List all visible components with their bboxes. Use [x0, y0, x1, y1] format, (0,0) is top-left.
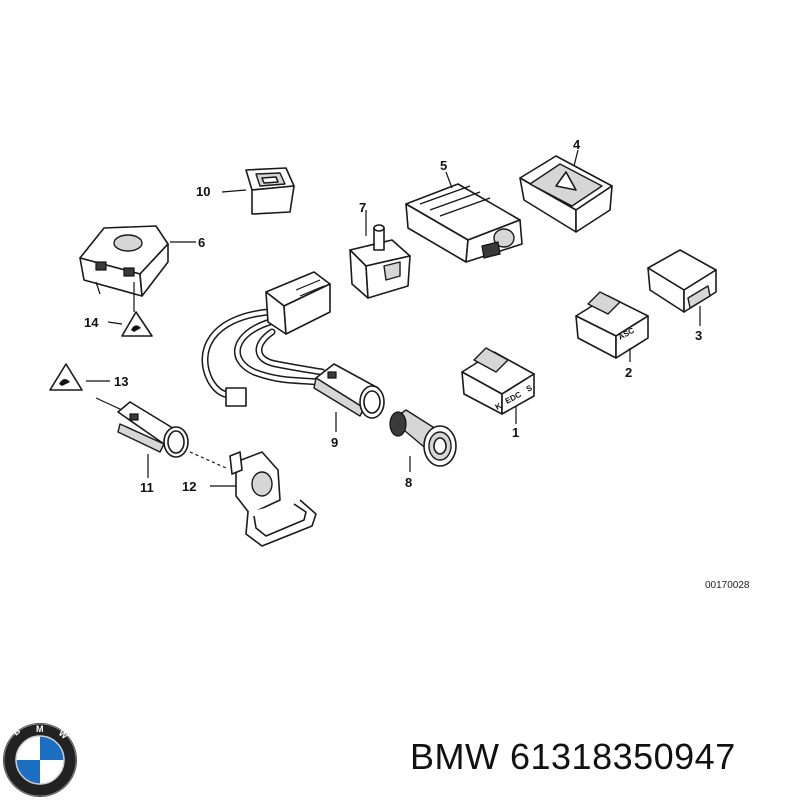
edc-right-label: S — [525, 383, 535, 394]
leader-4 — [573, 149, 579, 167]
part-9-connector — [265, 271, 331, 335]
part-9-lighter-housing — [313, 363, 385, 419]
callout-9: 9 — [331, 435, 338, 450]
part-7-switch — [349, 224, 411, 299]
bmw-logo: B M W — [3, 723, 77, 797]
edc-left-label: K — [494, 401, 504, 412]
part-13-warning-triangle-icon — [49, 363, 83, 391]
part-2-asc-switch: ASC — [575, 291, 649, 359]
part-number-label: BMW 61318350947 — [410, 736, 736, 777]
part-8-lighter — [389, 409, 457, 467]
part-10-switch — [245, 167, 295, 215]
hazard-triangle-icon — [555, 171, 577, 191]
part-14-warning-triangle-icon — [121, 311, 153, 337]
svg-text:B: B — [11, 725, 23, 737]
part-5-switch — [405, 183, 523, 263]
svg-text:M: M — [36, 724, 44, 734]
leader-14 — [107, 321, 123, 325]
callout-11: 11 — [140, 480, 154, 495]
callout-14: 14 — [84, 315, 99, 330]
part-6-switch-cluster — [79, 225, 169, 297]
leader-13-part — [95, 397, 123, 411]
leader-10 — [221, 189, 247, 193]
callout-4: 4 — [573, 137, 581, 152]
callout-2: 2 — [625, 365, 632, 380]
part-1-edc-switch: K EDC S — [461, 347, 535, 415]
leader-5 — [445, 171, 453, 189]
callout-12: 12 — [182, 479, 196, 494]
wiring-harness — [201, 308, 326, 407]
callout-10: 10 — [196, 184, 210, 199]
part-3-switch — [647, 249, 717, 313]
callout-5: 5 — [440, 158, 447, 173]
callout-6: 6 — [198, 235, 205, 250]
callout-1: 1 — [512, 425, 519, 440]
callout-8: 8 — [405, 475, 412, 490]
callout-3: 3 — [695, 328, 702, 343]
drawing-code: 00170028 — [705, 580, 750, 591]
callout-13: 13 — [114, 374, 128, 389]
part-11-socket — [117, 401, 189, 458]
callout-7: 7 — [359, 200, 366, 215]
part-12-bracket — [229, 451, 317, 547]
part-4-hazard-switch — [519, 155, 613, 233]
assembly-line-11-12 — [189, 451, 227, 469]
